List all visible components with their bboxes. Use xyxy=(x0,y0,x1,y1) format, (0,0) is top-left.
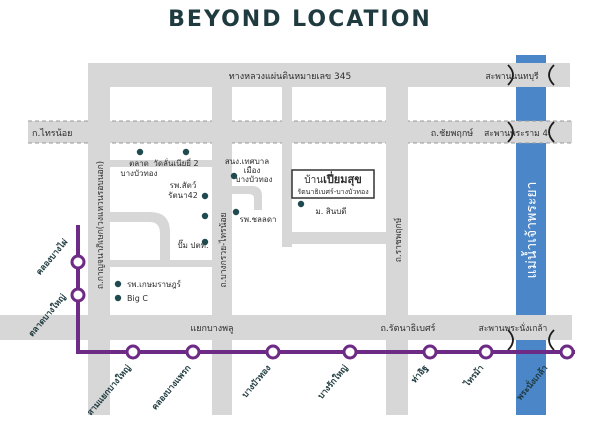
poi-sanong-line3: บางบัวทอง xyxy=(235,175,272,184)
label-bridge-phra-nang-klao: สะพานพระนั่งเกล้า xyxy=(479,322,548,334)
poi-rp-kasemrad: รพ.เกษมราษฎร์ xyxy=(127,279,182,289)
project-box xyxy=(291,169,375,199)
station-sai-ma[interactable] xyxy=(478,344,494,360)
poi-dot-rps-sat xyxy=(201,192,209,200)
station-label-tha-it: ท่าอิฐ xyxy=(409,363,431,386)
bridge-symbol-rama4-right xyxy=(548,121,555,143)
poi-pump-ptt: ปั๊ม ปตท. xyxy=(178,239,209,250)
poi-dot-talat xyxy=(136,148,144,156)
poi-rps-sat-line1: รพ.สัตว์ xyxy=(170,180,197,190)
label-tha-it-left: ก.ไทรน้อย xyxy=(32,128,72,139)
label-rattanathibet: ถ.รัตนาธิเบศร์ xyxy=(380,322,435,334)
bridge-symbols xyxy=(507,64,555,351)
bridge-symbol-nonthaburi-1-left xyxy=(507,64,514,86)
bridge-symbol-phra-nang-klao-right xyxy=(548,329,555,351)
road-soi-to-chonlada xyxy=(232,186,262,210)
poi-bigc: Big C xyxy=(127,294,148,303)
poi-talat-line1: ตลาด xyxy=(129,159,149,168)
station-bang-rak-yai[interactable] xyxy=(342,344,358,360)
station-label-khlong-bang-phai: คลองบางไผ่ xyxy=(34,237,71,278)
poi-dot-wat xyxy=(182,148,190,156)
poi-talat-line2: บางบัวทอง xyxy=(120,169,157,178)
road-soi-to-ratchaphruek xyxy=(282,232,386,244)
label-yaek-bang-phlu: แยกบางพลู xyxy=(190,324,233,334)
road-ratchaphruek xyxy=(386,87,408,415)
bridge-symbol-rama4-left xyxy=(507,121,514,143)
bridge-symbol-nonthaburi-1-right xyxy=(548,64,555,86)
poi-dot-chonlada xyxy=(232,208,240,216)
poi-sanong-line1: สนง.เทศบาล xyxy=(225,157,269,166)
poi-rps-sat-line2: รัตนา42 xyxy=(168,191,198,200)
poi-dot-bigc xyxy=(114,294,122,302)
poi-univ: ม. สินบดี xyxy=(316,207,347,216)
project-subtitle: รัตนาธิเบศร์-บางบัวทอง xyxy=(297,188,368,196)
project-name-prefix: บ้าน xyxy=(304,174,323,186)
project-name-bold: เปี่ยมสุข xyxy=(323,171,362,187)
label-bridge-rama4: สะพานพระราม 4 xyxy=(484,129,548,139)
road-soi-mid xyxy=(110,260,212,267)
station-talat-bang-yai[interactable] xyxy=(70,287,86,303)
road-kanchanaphisek xyxy=(88,63,110,415)
station-label-sai-ma: ไทรม้า xyxy=(461,363,486,390)
poi-dot-pump-ptt xyxy=(201,212,209,220)
label-bangkruai-sainoi: ถ.บางกรวย-ไทรน้อย xyxy=(218,212,229,287)
road-highway-345 xyxy=(90,63,570,87)
station-label-bang-bua-thong: บางบัวทอง xyxy=(240,363,274,400)
river-label: แม่น้ำเจ้าพระยา xyxy=(521,182,540,279)
poi-sanong-line2: เมือง xyxy=(244,166,261,175)
poi-rp-chonlada: รพ.ชลลดา xyxy=(239,215,276,224)
road-soi-upper xyxy=(110,160,212,167)
station-khlong-bang-phai[interactable] xyxy=(70,254,86,270)
bridge-symbol-phra-nang-klao-left xyxy=(507,329,514,351)
road-soi-to-project xyxy=(282,87,292,247)
poi-dot-univ xyxy=(297,200,305,208)
road-chaiyaphruek xyxy=(28,121,572,143)
station-label-khlong-bang-phraek: คลองบางแพรก xyxy=(150,364,193,413)
station-label-bang-rak-yai: บางรักใหญ่ xyxy=(315,363,350,402)
station-phra-nang-klao[interactable] xyxy=(559,344,575,360)
label-ratchaphruek: ถ.ราชพฤกษ์ xyxy=(393,217,404,262)
poi-dot-sanong xyxy=(230,172,238,180)
poi-group: ตลาด บางบัวทอง วัดลั่นเนียยี่ 2 สนง.เทศบ… xyxy=(114,148,347,303)
project-name: บ้านเปี่ยมสุข xyxy=(304,171,361,187)
station-tha-it[interactable] xyxy=(422,344,438,360)
road-bangkruai-sainoi xyxy=(212,63,232,415)
station-group xyxy=(70,254,575,360)
label-kanchanaphisek: ถ.กาญจนาภิเษก(วงแหวนรอบนอก) xyxy=(96,161,106,289)
road-soi-curve xyxy=(110,212,170,260)
poi-dot-kasemrad xyxy=(114,280,122,288)
poi-wat: วัดลั่นเนียยี่ 2 xyxy=(153,157,198,168)
label-chaiyaphruek: ถ.ชัยพฤกษ์ xyxy=(431,127,474,139)
chao-phraya-river xyxy=(516,55,546,415)
station-sam-yaek-bang-yai[interactable] xyxy=(125,344,141,360)
label-highway-345: ทางหลวงแผ่นดินหมายเลข 345 xyxy=(229,71,351,82)
poi-dot-pump-ptt-2 xyxy=(201,238,209,246)
map-title: BEYOND LOCATION xyxy=(168,7,432,32)
station-bang-bua-thong[interactable] xyxy=(265,344,281,360)
station-khlong-bang-phraek[interactable] xyxy=(185,344,201,360)
